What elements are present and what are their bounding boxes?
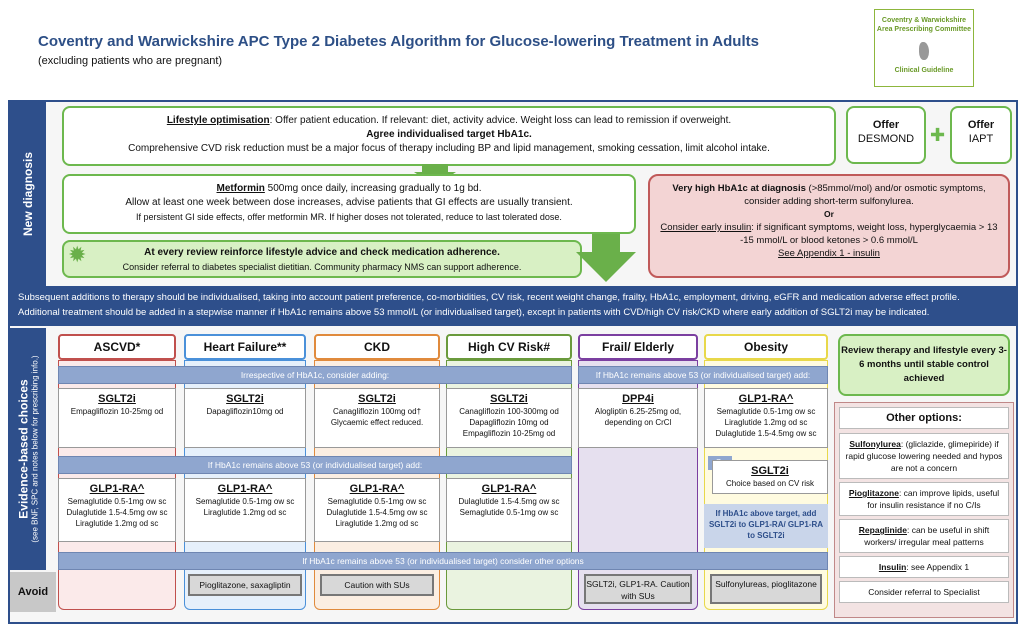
lifestyle-line2: Agree individualised target HbA1c.	[366, 129, 532, 140]
strip-above53-frail-obesity: If HbA1c remains above 53 (or individual…	[578, 366, 828, 384]
glp1-card-ckd: GLP1-RA^Semaglutide 0.5-1mg ow sc Dulagl…	[314, 478, 440, 542]
arrow-shaft	[422, 164, 448, 174]
logo-line3: Clinical Guideline	[894, 67, 954, 74]
evidence-label: Evidence-based choices(see BNF, SPC and …	[16, 355, 40, 543]
band-line2: Additional treatment should be added in …	[18, 307, 930, 318]
high-hba1c-line1: Very high HbA1c at diagnosis (>85mmol/mo…	[672, 183, 986, 207]
high-hba1c-or: Or	[824, 209, 834, 219]
high-hba1c-line2: Consider early insulin: if significant s…	[660, 222, 998, 246]
obesity-note: If HbA1c above target, add SGLT2i to GLP…	[704, 504, 828, 548]
metformin-box: Metformin 500mg once daily, increasing g…	[62, 174, 636, 234]
avoid-label: Avoid	[10, 572, 56, 612]
review-line2: Consider referral to diabetes specialist…	[122, 262, 522, 272]
avoid-frail-elderly: SGLT2i, GLP1-RA. Caution with SUs	[584, 574, 692, 604]
new-diagnosis-label: New diagnosis	[21, 151, 35, 237]
option-sulfonylurea: Sulfonylurea: (gliclazide, glimepiride) …	[839, 433, 1009, 479]
subsequent-therapy-band: Subsequent additions to therapy should b…	[10, 286, 1016, 326]
metformin-line3: If persistent GI side effects, offer met…	[136, 212, 562, 222]
offer-iapt-value: IAPT	[968, 133, 994, 145]
committee-logo: Coventry & Warwickshire Area Prescribing…	[874, 9, 974, 87]
column-ckd: CKD	[314, 334, 440, 360]
column-obesity: Obesity	[704, 334, 828, 360]
offer-desmond-label: Offer	[872, 119, 900, 131]
appendix-insulin-link[interactable]: See Appendix 1 - insulin	[778, 248, 880, 259]
big-arrow-shaft	[592, 234, 620, 254]
offer-desmond-value: DESMOND	[857, 133, 915, 145]
metformin-line1: Metformin 500mg once daily, increasing g…	[216, 183, 482, 194]
band-line1: Subsequent additions to therapy should b…	[18, 292, 960, 303]
strip-above53-main: If HbA1c remains above 53 (or individual…	[58, 456, 572, 474]
option-insulin: Insulin: see Appendix 1	[839, 556, 1009, 578]
avoid-heart-failure: Pioglitazone, saxagliptin	[188, 574, 302, 596]
avoid-ckd: Caution with SUs	[320, 574, 434, 596]
glp1-card-cvrisk: GLP1-RA^Dulaglutide 1.5-4.5mg ow sc Sema…	[446, 478, 572, 542]
big-arrow-down-icon	[576, 252, 636, 282]
star-icon: ✹	[68, 242, 87, 267]
offer-iapt-label: Offer	[967, 119, 995, 131]
county-map-icon	[919, 42, 929, 60]
strip-other-options: If HbA1c remains above 53 (or individual…	[58, 552, 828, 570]
logo-line1: Coventry & Warwickshire	[881, 17, 967, 24]
column-ascvd: ASCVD*	[58, 334, 176, 360]
lifestyle-box: Lifestyle optimisation: Offer patient ed…	[62, 106, 836, 166]
plus-icon: ✚	[930, 125, 946, 145]
lifestyle-line3: Comprehensive CVD risk reduction must be…	[128, 143, 770, 154]
other-options-title: Other options:	[839, 407, 1009, 429]
metformin-line2: Allow at least one week between dose inc…	[125, 197, 573, 208]
lifestyle-line1: Lifestyle optimisation: Offer patient ed…	[166, 115, 732, 126]
strip-irrespective: Irrespective of HbA1c, consider adding:	[58, 366, 572, 384]
review-therapy-box: Review therapy and lifestyle every 3-6 m…	[838, 334, 1010, 396]
option-specialist-referral: Consider referral to Specialist	[839, 581, 1009, 603]
option-pioglitazone: Pioglitazone: can improve lipids, useful…	[839, 482, 1009, 516]
review-adherence-box: At every review reinforce lifestyle advi…	[62, 240, 582, 278]
avoid-obesity: Sulfonylureas, pioglitazone	[710, 574, 822, 604]
glp1-card-ascvd: GLP1-RA^Semaglutide 0.5-1mg ow sc Dulagl…	[58, 478, 176, 542]
evidence-sidebar: Evidence-based choices(see BNF, SPC and …	[10, 328, 46, 570]
offer-iapt-box: Offer IAPT	[950, 106, 1012, 164]
other-options-panel: Other options: Sulfonylurea: (gliclazide…	[834, 402, 1014, 618]
glp1-card-hf: GLP1-RA^Semaglutide 0.5-1mg ow sc Liragl…	[184, 478, 306, 542]
column-heart-failure: Heart Failure**	[184, 334, 306, 360]
obesity-glp1-card: GLP1-RA^Semaglutide 0.5-1mg ow sc Liragl…	[704, 388, 828, 448]
column-high-cv-risk: High CV Risk#	[446, 334, 572, 360]
review-line1: At every review reinforce lifestyle advi…	[144, 247, 500, 258]
page-title: Coventry and Warwickshire APC Type 2 Dia…	[38, 33, 759, 50]
new-diagnosis-sidebar: New diagnosis	[10, 102, 46, 286]
offer-desmond-box: Offer DESMOND	[846, 106, 926, 164]
high-hba1c-box: Very high HbA1c at diagnosis (>85mmol/mo…	[648, 174, 1010, 278]
option-repaglinide: Repaglinide: can be useful in shift work…	[839, 519, 1009, 553]
page-subtitle: (excluding patients who are pregnant)	[38, 55, 223, 67]
column-frail-elderly: Frail/ Elderly	[578, 334, 698, 360]
logo-line2: Area Prescribing Committee	[876, 26, 972, 33]
